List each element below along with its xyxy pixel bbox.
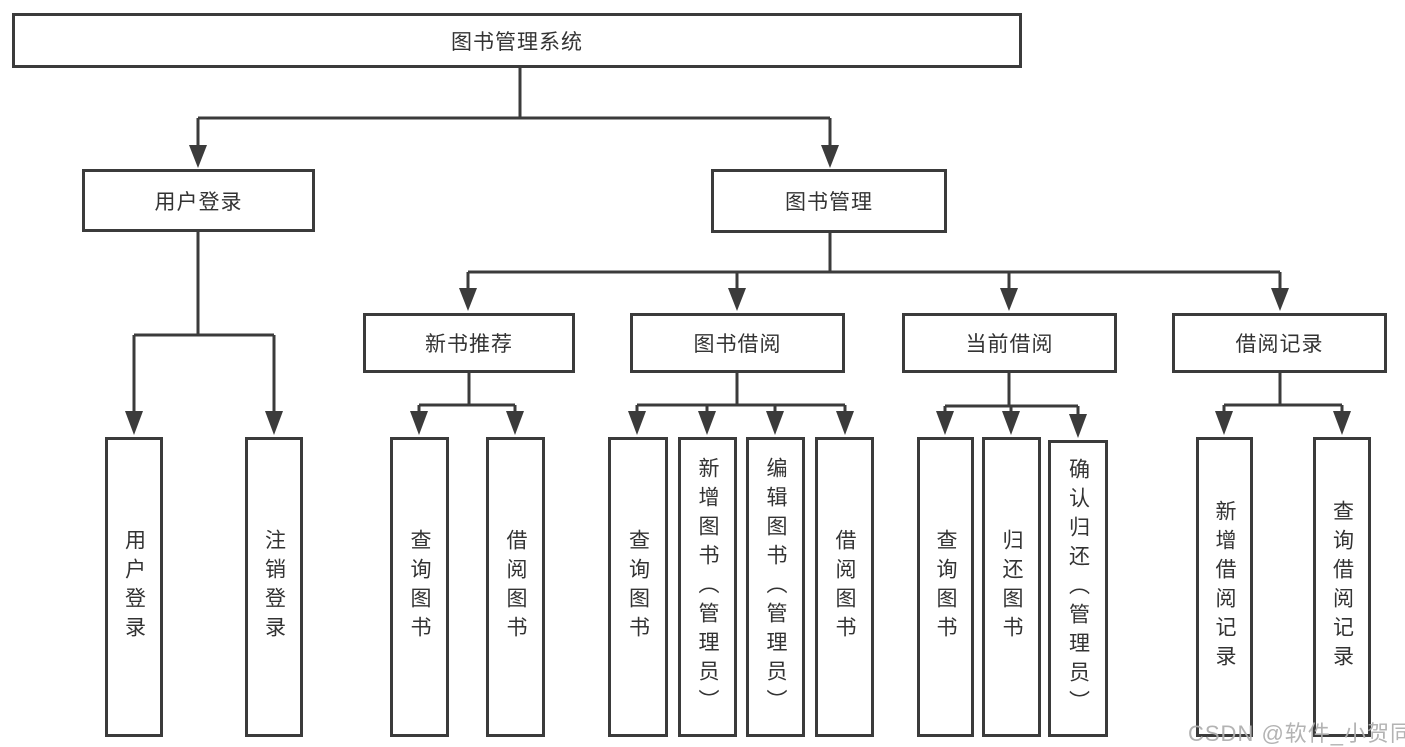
leaf-bb-edit-book-admin: 编辑图书（管理员） — [746, 437, 805, 737]
node-book-borrow-label: 图书借阅 — [693, 333, 782, 356]
leaf-bb-query-book: 查询图书 — [608, 437, 668, 737]
leaf-br-query-record: 查询借阅记录 — [1313, 437, 1371, 737]
leaf-br-add-record-label: 新增借阅记录 — [1213, 500, 1236, 674]
node-new-book-recommend: 新书推荐 — [363, 313, 575, 373]
leaf-cb-query-book-label: 查询图书 — [934, 529, 957, 645]
node-book-management: 图书管理 — [711, 169, 947, 233]
leaf-bb-edit-book-admin-label: 编辑图书（管理员） — [764, 456, 787, 718]
leaf-cb-return-book: 归还图书 — [982, 437, 1041, 737]
leaf-nbr-borrow-book: 借阅图书 — [486, 437, 545, 737]
leaf-bb-borrow-book-label: 借阅图书 — [833, 529, 856, 645]
leaf-cb-confirm-return-admin: 确认归还（管理员） — [1048, 440, 1108, 737]
node-new-book-recommend-label: 新书推荐 — [425, 333, 513, 356]
node-book-management-label: 图书管理 — [785, 191, 873, 214]
leaf-logout-label: 注销登录 — [262, 529, 286, 645]
leaf-nbr-query-book-label: 查询图书 — [408, 529, 431, 645]
leaf-user-login-label: 用户登录 — [122, 529, 146, 645]
arrowheads — [125, 145, 1351, 438]
node-root: 图书管理系统 — [12, 13, 1022, 68]
leaf-nbr-borrow-book-label: 借阅图书 — [504, 529, 527, 645]
csdn-watermark: CSDN @软件_小贺同学 — [1188, 721, 1405, 746]
leaf-logout: 注销登录 — [245, 437, 303, 737]
leaf-bb-query-book-label: 查询图书 — [626, 529, 650, 645]
leaf-cb-return-book-label: 归还图书 — [1000, 529, 1023, 645]
leaf-cb-query-book: 查询图书 — [917, 437, 974, 737]
node-borrow-record-label: 借阅记录 — [1235, 333, 1324, 356]
node-user-login: 用户登录 — [82, 169, 315, 232]
leaf-bb-add-book-admin-label: 新增图书（管理员） — [696, 456, 719, 718]
leaf-nbr-query-book: 查询图书 — [390, 437, 449, 737]
leaf-bb-add-book-admin: 新增图书（管理员） — [678, 437, 737, 737]
leaf-cb-confirm-return-admin-label: 确认归还（管理员） — [1066, 458, 1090, 719]
leaf-user-login: 用户登录 — [105, 437, 163, 737]
leaf-br-query-record-label: 查询借阅记录 — [1330, 500, 1354, 674]
node-root-label: 图书管理系统 — [451, 30, 583, 54]
node-book-borrow: 图书借阅 — [630, 313, 845, 373]
node-borrow-record: 借阅记录 — [1172, 313, 1387, 373]
node-current-borrow-label: 当前借阅 — [965, 333, 1054, 356]
leaf-br-add-record: 新增借阅记录 — [1196, 437, 1253, 737]
leaf-bb-borrow-book: 借阅图书 — [815, 437, 874, 737]
node-current-borrow: 当前借阅 — [902, 313, 1117, 373]
node-user-login-label: 用户登录 — [154, 190, 243, 214]
